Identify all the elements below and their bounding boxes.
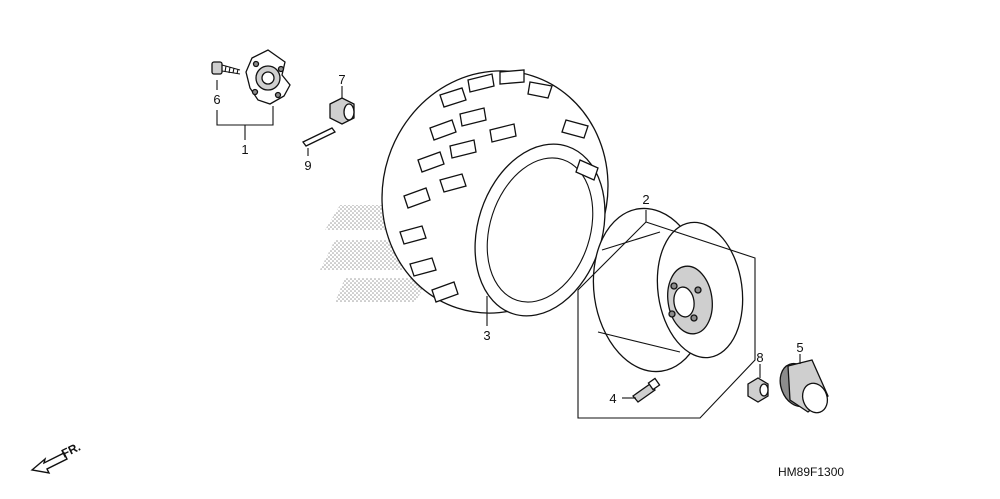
callout-5: 5	[796, 340, 803, 355]
callout-1: 1	[241, 142, 248, 157]
callout-9: 9	[304, 158, 311, 173]
callout-2: 2	[642, 192, 649, 207]
front-direction-label: FR.	[59, 440, 83, 461]
callout-4: 4	[609, 391, 616, 406]
valve-stem-part	[632, 377, 661, 403]
lug-nut-part	[747, 377, 769, 403]
rim-part	[592, 207, 744, 373]
callout-7: 7	[338, 72, 345, 87]
wheel-hub-part	[245, 49, 291, 105]
cotter-pin-part	[302, 127, 336, 147]
callout-3: 3	[483, 328, 490, 343]
front-direction-arrow: FR.	[30, 440, 83, 474]
hub-cap-part	[779, 359, 829, 414]
tire-part	[381, 69, 609, 317]
castle-nut-part	[329, 97, 355, 125]
callout-8: 8	[756, 350, 763, 365]
diagram-code: HM89F1300	[778, 465, 844, 479]
callout-6: 6	[213, 92, 220, 107]
stud-bolt-part	[211, 61, 241, 75]
leader-lines	[216, 80, 801, 419]
